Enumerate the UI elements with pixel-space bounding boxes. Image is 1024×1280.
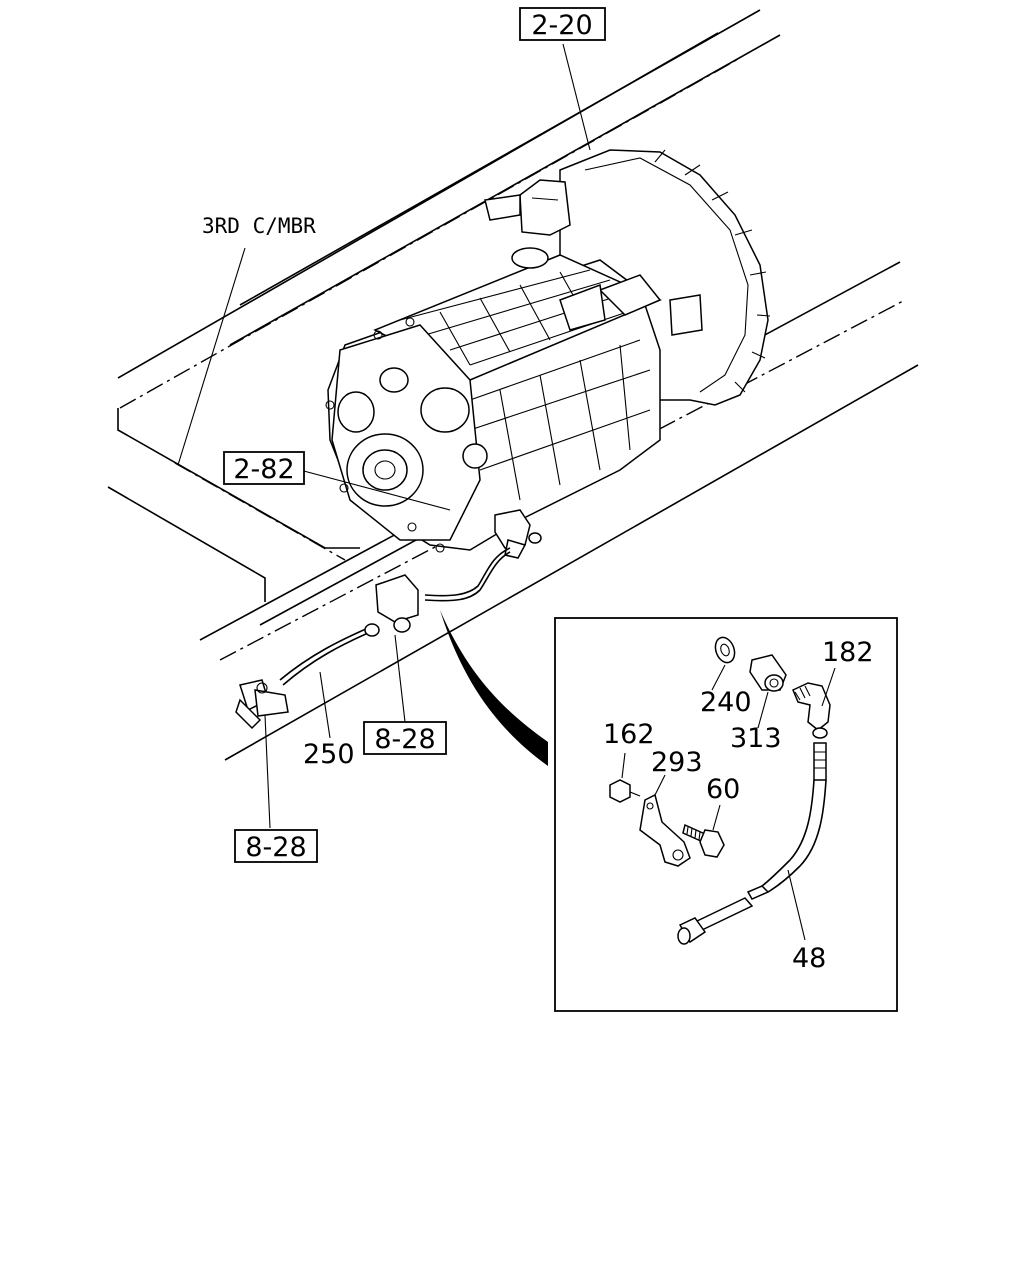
- ref-box-8-28-lower[interactable]: 8-28: [234, 829, 318, 863]
- transmission-assembly: [325, 149, 771, 553]
- part-number-250: 250: [303, 739, 355, 770]
- part-number-182: 182: [822, 637, 874, 668]
- ref-box-2-20[interactable]: 2-20: [519, 7, 606, 41]
- part-number-313: 313: [730, 723, 782, 754]
- part-bolt-60[interactable]: [682, 804, 725, 858]
- leader-lines: [177, 43, 591, 829]
- part-number-48: 48: [792, 943, 826, 974]
- part-nut-162[interactable]: [609, 752, 641, 803]
- part-number-240: 240: [700, 687, 752, 718]
- ref-label-2-20: 2-20: [531, 10, 592, 41]
- part-washer-240[interactable]: [711, 635, 738, 691]
- crossmember-label: 3RD C/MBR: [202, 214, 316, 238]
- ref-label-2-82: 2-82: [233, 454, 294, 485]
- ref-box-8-28-upper[interactable]: 8-28: [363, 721, 447, 755]
- third-crossmember: [107, 408, 360, 602]
- detail-inset: 240 313 182 162 293 60 48: [554, 617, 898, 1012]
- part-number-60: 60: [706, 774, 740, 805]
- part-number-293: 293: [651, 747, 703, 778]
- ref-label-8-28-lower: 8-28: [245, 832, 306, 863]
- callout-arrow: [440, 610, 548, 766]
- ref-label-8-28-upper: 8-28: [374, 724, 435, 755]
- part-elbow-182[interactable]: [792, 667, 836, 739]
- part-hose-48[interactable]: [677, 742, 827, 945]
- part-bracket-293[interactable]: [639, 774, 691, 867]
- ref-box-2-82[interactable]: 2-82: [223, 451, 305, 485]
- part-number-162: 162: [603, 719, 655, 750]
- sensor-connector: [494, 509, 542, 559]
- part-adapter-313[interactable]: [749, 654, 787, 729]
- pipe-routing: [235, 547, 511, 730]
